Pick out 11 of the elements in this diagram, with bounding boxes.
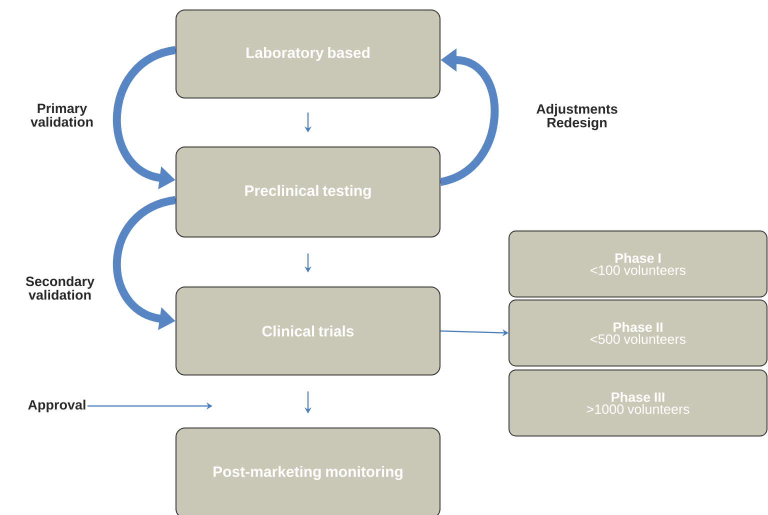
process-box: Post-marketing monitoring — [176, 428, 440, 515]
edge-label: Approval — [28, 400, 86, 412]
edge-label: Adjustments Redesign — [536, 104, 618, 130]
process-box: Clinical trials — [176, 286, 440, 376]
phase-box: Phase I <100 volunteers — [508, 230, 768, 298]
phase-box: Phase II <500 volunteers — [508, 300, 768, 366]
process-box: Preclinical testing — [176, 146, 440, 238]
process-box: Laboratory based — [176, 10, 440, 98]
phase-box: Phase III >1000 volunteers — [508, 370, 768, 436]
edge-label: Primary validation — [30, 103, 93, 127]
edge-label: Secondary validation — [26, 276, 94, 300]
